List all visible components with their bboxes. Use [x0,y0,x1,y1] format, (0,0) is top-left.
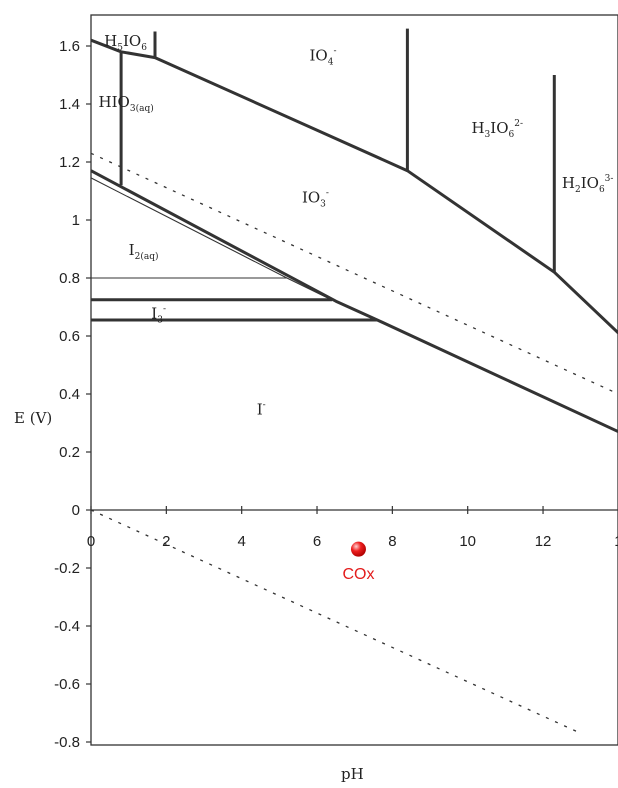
y-tick-label: 0.6 [59,328,80,345]
y-tick-label: 0.2 [59,444,80,461]
y-tick-label: -0.4 [54,618,80,635]
top-boundary [90,38,618,335]
region-label: IO3- [302,189,329,210]
x-tick-label: 10 [459,533,476,550]
y-tick-label: 0.8 [59,270,80,287]
region-label: H3IO62- [471,119,523,140]
x-tick-label: 8 [388,533,396,550]
y-tick-label: 1.4 [59,96,80,113]
boundary-lines [90,28,618,734]
axis-ticks: 1.6 1.4 1.2 1 0.8 0.6 0.4 0.2 0 -0.2 -0.4 -0.6 -0.8 0… [54,38,618,751]
region-label: IO4- [309,47,336,68]
region-label: I2(aq) [129,241,159,262]
y-tick-label: -0.6 [54,676,80,693]
y-tick-label: 1 [72,212,80,229]
region-label: I3- [151,305,166,326]
cox-point-label: COx [342,566,374,583]
x-tick-label: 4 [238,533,246,550]
y-tick-label: 0 [72,502,80,519]
y-tick-label: 1.6 [59,38,80,55]
y-tick-label: -0.8 [54,734,80,751]
cox-point [350,541,366,557]
plot-frame [90,14,618,746]
region-label: H2IO63- [562,174,614,195]
region-label: I- [257,400,266,418]
x-tick-label: 6 [313,533,321,550]
x-tick-label: 1 [614,533,618,550]
y-tick-label: 0.4 [59,386,80,403]
region-label: HIO3(aq) [99,93,154,114]
y-tick-label: 1.2 [59,154,80,171]
y-tick-label: -0.2 [54,560,80,577]
water-oxidation-line [90,152,618,395]
io3-lower-boundary [90,169,618,434]
x-tick-label: 12 [535,533,552,550]
region-label: H5IO6 [104,32,147,53]
data-points: COx [342,541,374,583]
y-axis-title: E (V) [14,409,52,427]
x-axis-title: pH [341,765,364,783]
i2-lower-boundary [90,177,329,299]
x-tick-label: 2 [162,533,170,550]
x-tick-label: 0 [87,533,95,550]
